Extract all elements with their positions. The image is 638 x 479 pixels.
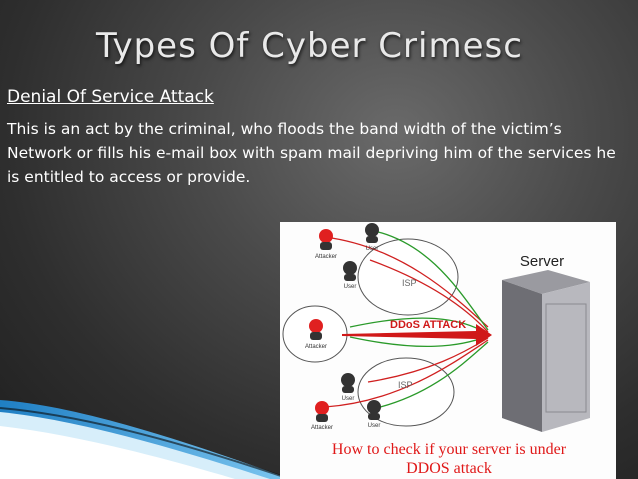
isp-label-bottom: ISP bbox=[398, 380, 413, 390]
ddos-diagram-image: Server DDoS ATTACK ISP ISP Attacker bbox=[280, 222, 616, 479]
caption-line-1: How to check if your server is under bbox=[331, 441, 567, 458]
node-label: Attacker bbox=[315, 254, 337, 260]
server-label: Server bbox=[520, 253, 564, 270]
isp-label-top: ISP bbox=[402, 278, 417, 288]
node-label: User bbox=[344, 284, 357, 290]
slide-title: Types Of Cyber Crimesc bbox=[96, 26, 523, 66]
node-label: User bbox=[366, 246, 379, 252]
diagram-caption: How to check if your server is under DDO… bbox=[288, 440, 610, 478]
cloud-bottom bbox=[357, 357, 455, 427]
person-user-3: User bbox=[341, 373, 355, 402]
node-label: Attacker bbox=[305, 344, 327, 350]
node-label: User bbox=[368, 423, 381, 429]
person-user-4: User bbox=[367, 400, 381, 429]
slide-body-text: This is an act by the criminal, who floo… bbox=[7, 120, 616, 186]
slide-subtitle: Denial Of Service Attack bbox=[7, 87, 214, 107]
person-attacker-2: Attacker bbox=[305, 319, 327, 350]
ddos-attack-arrow bbox=[342, 324, 492, 346]
ddos-attack-label: DDoS ATTACK bbox=[390, 319, 466, 331]
node-label: User bbox=[342, 396, 355, 402]
decorative-swoosh bbox=[0, 400, 290, 479]
person-attacker-3: Attacker bbox=[311, 401, 333, 431]
person-attacker-1: Attacker bbox=[315, 229, 337, 260]
person-user-1: User bbox=[365, 223, 379, 252]
node-label: Attacker bbox=[311, 425, 333, 431]
person-user-2: User bbox=[343, 261, 357, 290]
caption-line-2: DDOS attack bbox=[406, 460, 492, 477]
cloud-top bbox=[357, 238, 459, 316]
ddos-diagram: Server DDoS ATTACK ISP ISP Attacker bbox=[282, 223, 590, 432]
server-icon bbox=[502, 270, 590, 432]
